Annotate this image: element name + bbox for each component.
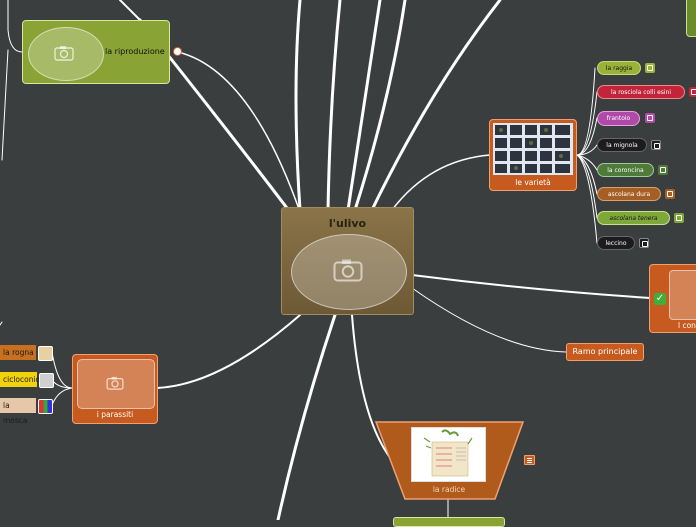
variety-mignola[interactable]: la mignola xyxy=(597,138,647,152)
root-diagram-icon xyxy=(423,429,473,477)
external-link-icon[interactable] xyxy=(645,63,655,73)
bottom-partial-node[interactable] xyxy=(393,517,505,527)
coltivazione-label: l con xyxy=(678,321,696,330)
variety-leccino[interactable]: leccino xyxy=(597,236,635,250)
top-right-partial-node[interactable] xyxy=(686,0,696,37)
external-link-icon[interactable] xyxy=(689,87,696,97)
olive-varieties-image xyxy=(493,123,573,175)
variety-coroncina[interactable]: la coroncina xyxy=(597,163,654,177)
image-placeholder xyxy=(28,27,104,81)
external-link-icon[interactable] xyxy=(665,189,675,199)
notes-icon[interactable] xyxy=(524,455,535,465)
variety-ascolana-dura[interactable]: ascolana dura xyxy=(597,187,661,201)
ramo-label: Ramo principale xyxy=(572,347,638,356)
rogna-image-icon xyxy=(38,346,53,361)
external-link-icon[interactable] xyxy=(674,213,684,223)
varieta-label: le varietà xyxy=(515,178,551,187)
image-placeholder xyxy=(77,359,155,409)
external-link-icon[interactable] xyxy=(658,165,668,175)
variety-ascolana-tenera[interactable]: ascolana tenera xyxy=(597,211,670,225)
central-node[interactable]: l'ulivo xyxy=(281,207,414,315)
parasite-la-rogna[interactable]: la rogna xyxy=(0,345,36,360)
node-parassiti[interactable]: i parassiti xyxy=(72,354,158,424)
checkmark-icon: ✓ xyxy=(654,293,666,305)
node-varieta[interactable]: le varietà xyxy=(489,119,577,191)
image-placeholder xyxy=(669,270,696,320)
variety-la-raggia[interactable]: la raggia xyxy=(597,61,641,75)
image-placeholder xyxy=(291,234,407,310)
link-icon[interactable] xyxy=(173,47,182,56)
parasite-cicloconio[interactable]: cicloconio xyxy=(0,372,40,387)
camera-icon xyxy=(54,46,74,61)
camera-icon xyxy=(106,376,124,390)
external-link-icon[interactable] xyxy=(639,238,649,248)
parasite-la-mosca[interactable]: la mosca xyxy=(0,398,36,425)
node-ramo-principale[interactable]: Ramo principale xyxy=(566,343,644,361)
riproduzione-label: la riproduzione xyxy=(105,47,165,56)
parassiti-label: i parassiti xyxy=(96,410,134,419)
central-title: l'ulivo xyxy=(328,217,367,230)
node-riproduzione[interactable]: la riproduzione xyxy=(22,20,170,84)
variety-rosciola[interactable]: la rosciola colli esini xyxy=(597,85,685,99)
mosca-image-icon xyxy=(38,399,53,414)
external-link-icon[interactable] xyxy=(645,113,655,123)
cicloconio-image-icon xyxy=(39,373,54,388)
camera-icon xyxy=(333,259,363,282)
variety-frantoio[interactable]: frantoio xyxy=(597,111,640,126)
external-link-icon[interactable] xyxy=(651,140,661,150)
radice-diagram-image xyxy=(411,427,486,482)
radice-label: la radice xyxy=(432,485,466,494)
